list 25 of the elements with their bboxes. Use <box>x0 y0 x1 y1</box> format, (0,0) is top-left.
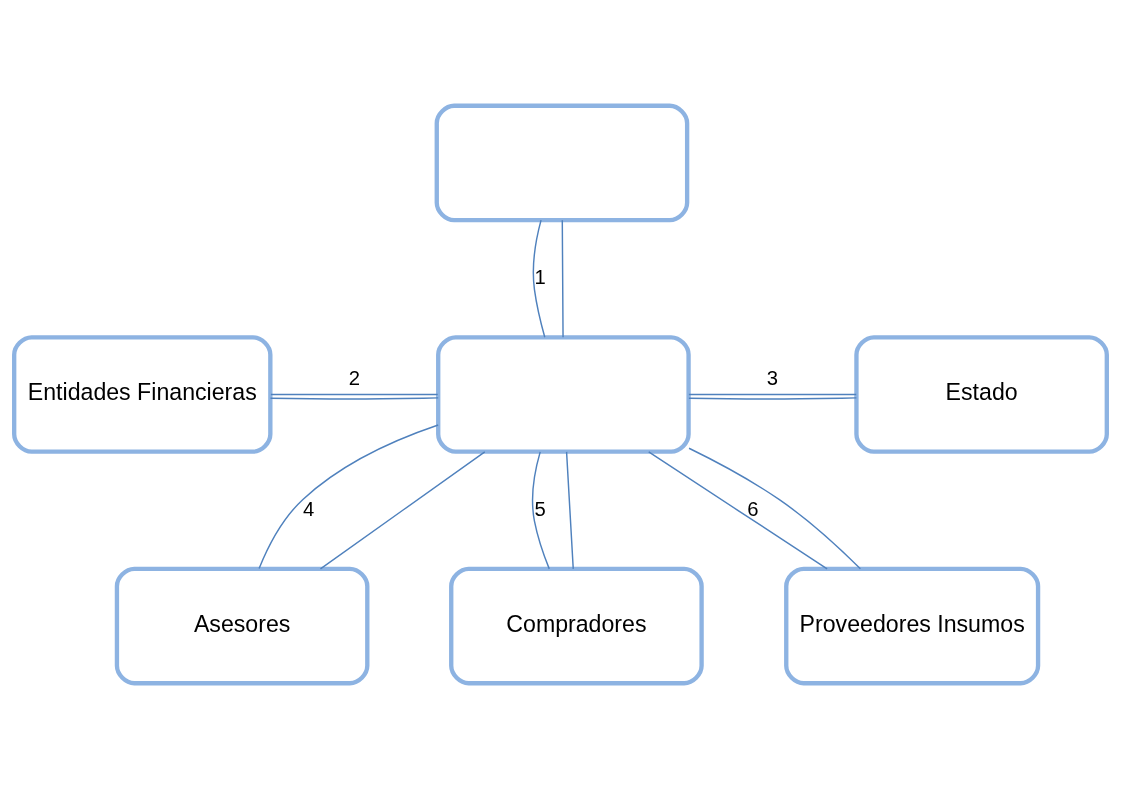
edge-label: 5 <box>534 497 546 520</box>
node-box: Asesores <box>114 566 370 686</box>
connector <box>648 451 828 570</box>
connector <box>531 451 550 570</box>
edge-label: 1 <box>534 266 546 289</box>
edge-label: 2 <box>348 366 360 389</box>
connector <box>532 219 546 338</box>
connector <box>688 397 858 400</box>
connector <box>565 451 574 570</box>
connector <box>688 393 857 396</box>
connector <box>688 447 862 570</box>
node-box: Proveedores Insumos <box>784 566 1041 686</box>
connector <box>258 424 439 570</box>
node-box <box>436 335 691 454</box>
edge-label: 6 <box>747 497 759 520</box>
connector <box>269 397 439 400</box>
node-box <box>434 103 690 223</box>
connector <box>561 219 564 338</box>
connector <box>319 451 486 570</box>
node-box: Compradores <box>449 566 704 686</box>
connector <box>270 393 439 396</box>
node-box: Entidades Financieras <box>12 335 273 454</box>
edge-label: 4 <box>303 497 315 520</box>
edge-label: 3 <box>766 366 779 389</box>
node-box: Estado <box>854 335 1109 454</box>
